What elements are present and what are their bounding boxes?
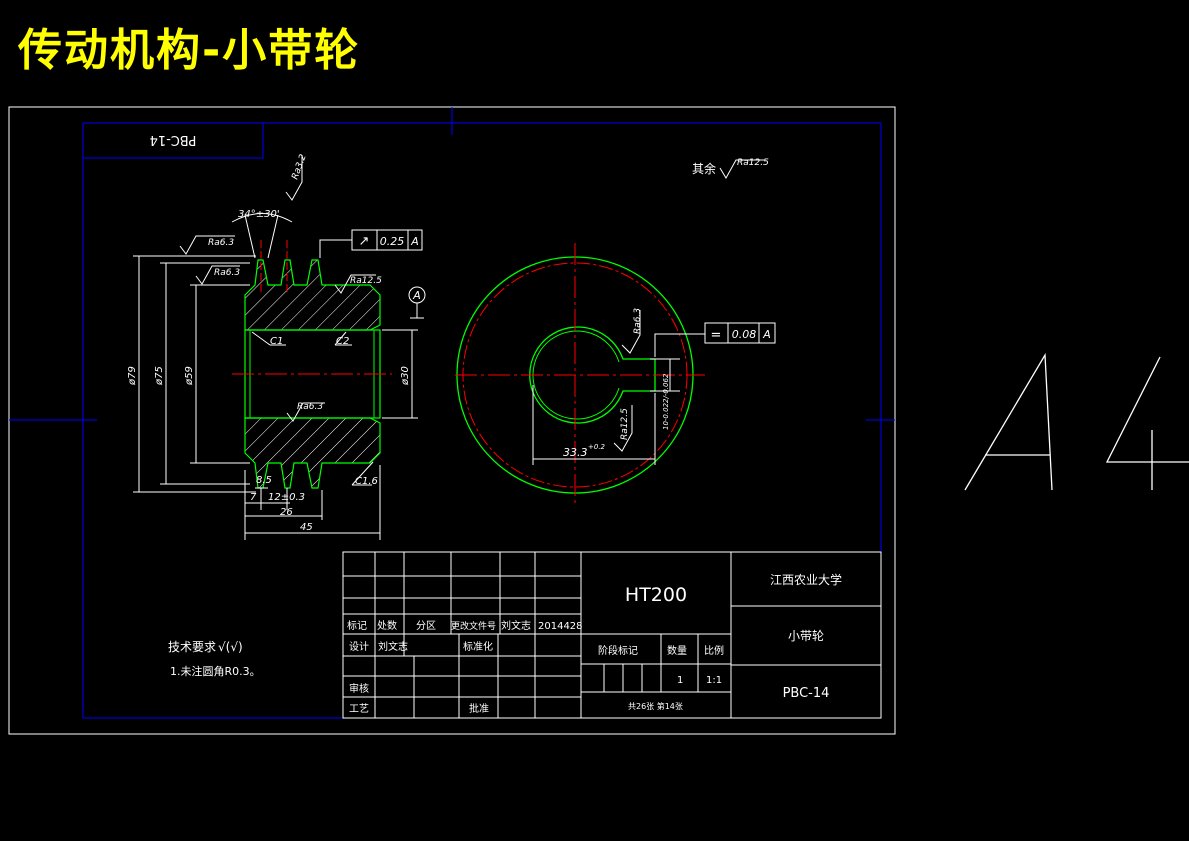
roughness-ra32: Ra3.2 bbox=[290, 153, 308, 181]
dim-8-5: 8.5 bbox=[256, 475, 272, 486]
tb-stage-mark: 阶段标记 bbox=[598, 644, 638, 657]
dim-key-width: 33.3 bbox=[563, 446, 588, 459]
tb-standardize: 标准化 bbox=[463, 640, 493, 653]
tb-sheets: 共26张 第14张 bbox=[628, 701, 683, 711]
tb-process: 工艺 bbox=[349, 703, 369, 715]
tb-design: 设计 bbox=[349, 640, 369, 653]
remaining-roughness-label: 其余 bbox=[692, 161, 716, 176]
tb-review: 审核 bbox=[349, 682, 369, 695]
tb-marks: 标记 bbox=[347, 620, 367, 632]
tb-drawing-no: PBC-14 bbox=[783, 686, 830, 701]
drawing-title: 传动机构-小带轮 bbox=[18, 25, 361, 76]
code-rotated: PBC-14 bbox=[150, 132, 197, 147]
symmetry-datum: A bbox=[762, 328, 771, 341]
tb-part-name: 小带轮 bbox=[788, 629, 824, 643]
dim-c1: C1 bbox=[270, 336, 283, 347]
runout-value: 0.25 bbox=[380, 235, 405, 248]
symmetry-tolerance-frame: = 0.08 A bbox=[704, 322, 776, 344]
dim-26: 26 bbox=[280, 507, 293, 518]
dim-d30: ø30 bbox=[400, 366, 411, 386]
tb-quantity: 数量 bbox=[667, 644, 687, 657]
roughness-ra63b: Ra6.3 bbox=[214, 268, 240, 278]
tb-scale-val: 1:1 bbox=[706, 675, 722, 686]
runout-datum: A bbox=[410, 235, 419, 248]
dim-c2: C2 bbox=[336, 336, 349, 347]
sheet-size-a4 bbox=[964, 352, 1189, 491]
roughness-ra63c: Ra6.3 bbox=[297, 402, 323, 412]
dim-7: 7 bbox=[250, 492, 257, 503]
tb-material: HT200 bbox=[625, 584, 687, 606]
dim-c16: C1.6 bbox=[355, 476, 378, 487]
tb-count: 处数 bbox=[377, 619, 397, 632]
roughness-ra125c: Ra12.5 bbox=[620, 408, 630, 440]
dim-d75: ø75 bbox=[154, 366, 165, 386]
code-box bbox=[82, 122, 264, 159]
roughness-symbol-remaining bbox=[719, 159, 765, 179]
dim-45: 45 bbox=[300, 522, 313, 533]
symmetry-value: 0.08 bbox=[732, 328, 757, 341]
runout-tolerance-frame: ↗ 0.25 A bbox=[351, 229, 423, 251]
title-block bbox=[342, 551, 882, 719]
hub-section-top bbox=[244, 259, 381, 331]
roughness-ra63a: Ra6.3 bbox=[208, 238, 234, 248]
tb-quantity-val: 1 bbox=[677, 675, 683, 686]
dim-key-tol: +0.2 bbox=[588, 443, 606, 451]
roughness-remaining: Ra12.5 bbox=[737, 158, 769, 168]
roughness-ra125a: Ra12.5 bbox=[350, 276, 382, 286]
tb-zone: 分区 bbox=[416, 620, 436, 632]
tb-designer: 刘文志 bbox=[378, 640, 408, 653]
datum-a-label: A bbox=[412, 289, 421, 302]
tb-school: 江西农业大学 bbox=[770, 572, 842, 587]
tech-req-sym: √(√) bbox=[218, 640, 243, 654]
runout-symbol: ↗ bbox=[359, 234, 370, 249]
dim-d79: ø79 bbox=[127, 366, 138, 386]
dim-angle: 34°±30' bbox=[238, 209, 280, 220]
tb-change-doc: 更改文件号 bbox=[451, 620, 496, 632]
tb-scale: 比例 bbox=[704, 644, 724, 657]
tb-date: 2014428 bbox=[538, 621, 583, 632]
dim-12: 12±0.3 bbox=[268, 492, 305, 503]
tech-req-item1: 1.未注圆角R0.3。 bbox=[170, 664, 261, 678]
bore-keyway-outer bbox=[529, 326, 656, 424]
dim-keyway: 10-0.022/-0.062 bbox=[662, 373, 670, 430]
roughness-ra63d: Ra6.3 bbox=[633, 308, 643, 334]
dim-d59: ø59 bbox=[184, 366, 195, 386]
tech-req-heading: 技术要求 bbox=[168, 640, 216, 654]
tb-signer: 刘文志 bbox=[501, 619, 531, 632]
tb-approve: 批准 bbox=[469, 702, 489, 715]
outer-frame bbox=[8, 106, 896, 735]
symmetry-symbol: = bbox=[711, 328, 722, 343]
